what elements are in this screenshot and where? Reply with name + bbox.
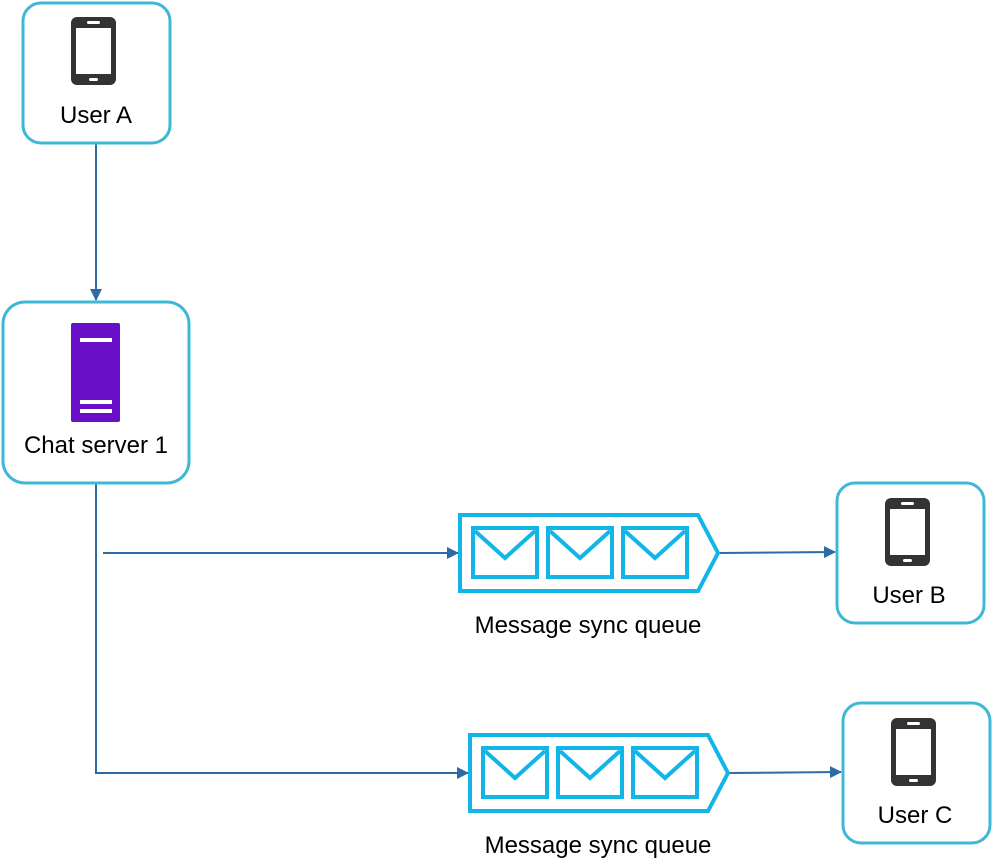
node-chat-server[interactable]: Chat server 1 <box>1 300 191 485</box>
queue-label: Message sync queue <box>475 612 702 639</box>
node-user-a[interactable]: User A <box>21 1 172 145</box>
queue-1[interactable]: Message sync queue <box>458 513 721 639</box>
edge-chat-server-to-queue-2 <box>95 484 469 779</box>
node-label: Chat server 1 <box>24 432 168 459</box>
edge-queue-1-to-user-b <box>717 546 836 559</box>
message-queue-icon <box>468 733 731 813</box>
smartphone-icon <box>891 718 936 786</box>
node-label: User B <box>872 582 945 609</box>
edge-queue-2-to-user-c <box>727 766 842 779</box>
queue-label: Message sync queue <box>485 832 712 859</box>
edges <box>90 144 842 779</box>
node-label: User C <box>878 802 953 829</box>
smartphone-icon <box>71 17 116 85</box>
smartphone-icon <box>885 498 930 566</box>
server-icon <box>71 323 120 422</box>
node-label: User A <box>60 102 132 129</box>
node-user-c[interactable]: User C <box>841 701 992 845</box>
queue-2[interactable]: Message sync queue <box>468 733 731 859</box>
node-user-b[interactable]: User B <box>835 481 986 625</box>
message-queue-icon <box>458 513 721 593</box>
